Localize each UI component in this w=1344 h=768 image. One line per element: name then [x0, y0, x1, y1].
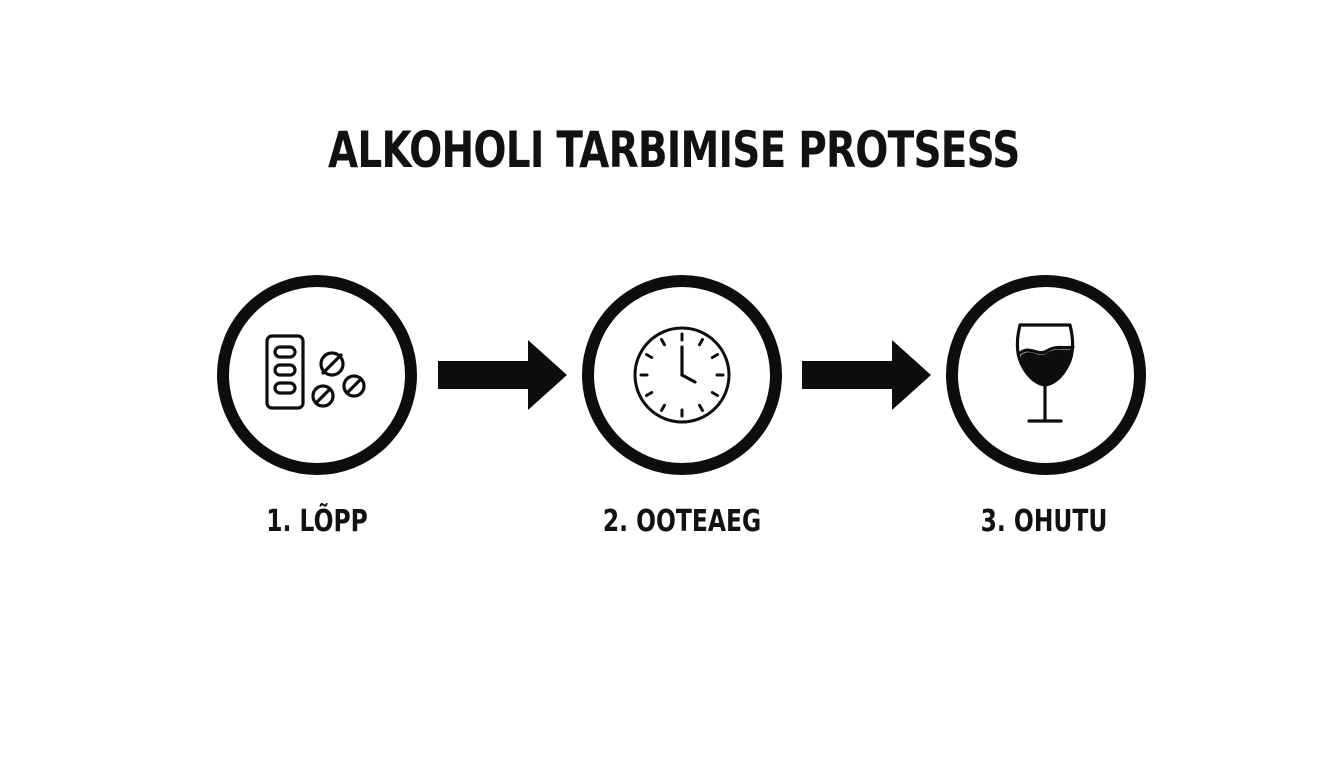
clock-icon: [633, 326, 731, 424]
step-1-label: 1. LÕPP: [266, 504, 368, 539]
pills-icon: [265, 334, 366, 410]
step-2-label: 2. OOTEAEG: [602, 504, 762, 539]
page-title: ALKOHOLI TARBIMISE PROTSESS: [328, 121, 1020, 179]
arrow-right-icon: [802, 340, 931, 410]
step-3-label: 3. OHUTU: [980, 504, 1108, 539]
step-3-node: [946, 275, 1146, 475]
step-2-node: [582, 275, 782, 475]
step-1-node: [217, 275, 417, 475]
arrow-right-icon: [438, 340, 567, 410]
wine-glass-icon: [1015, 323, 1075, 423]
